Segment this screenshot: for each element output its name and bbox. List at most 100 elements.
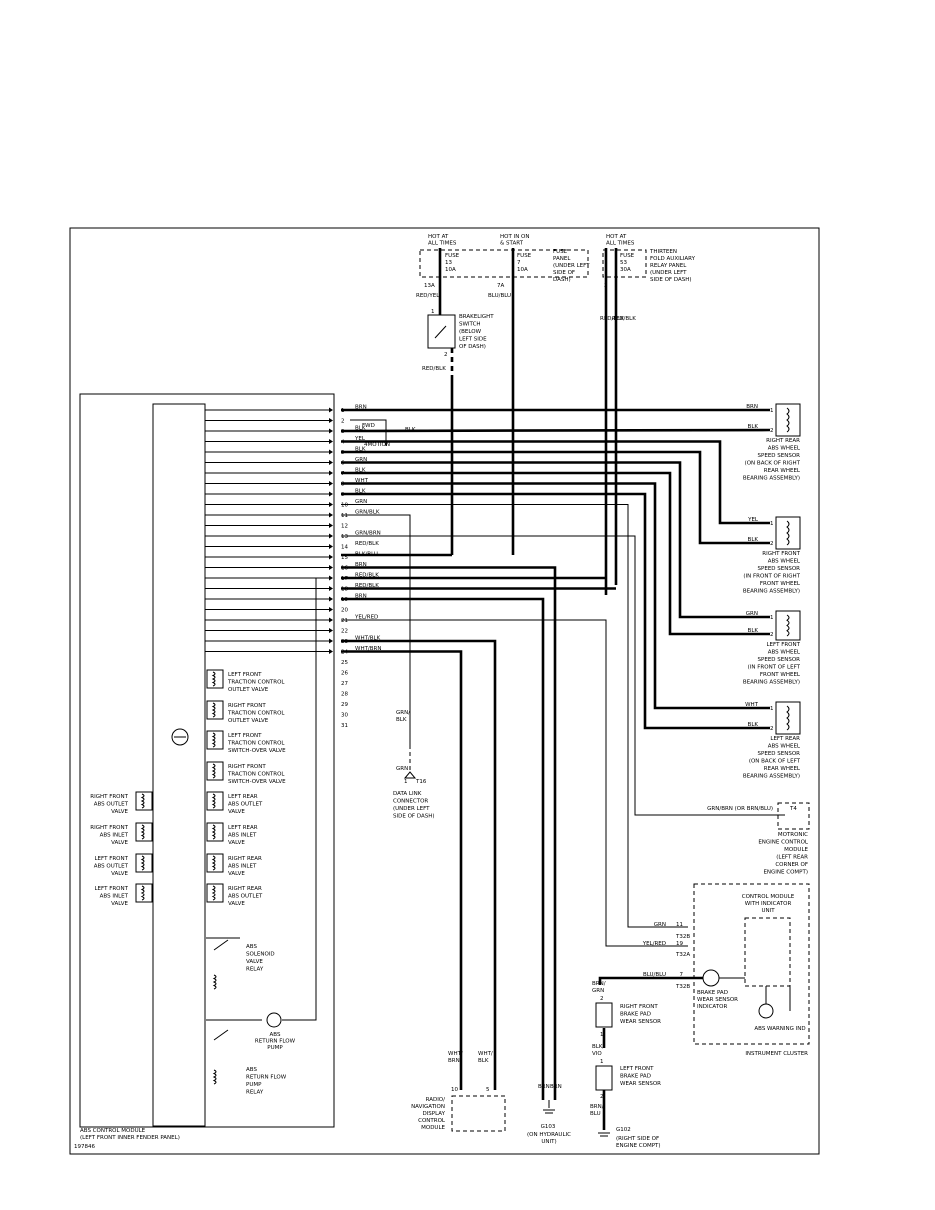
valve-box [206, 700, 224, 720]
module-pin-wire: BRN [355, 562, 367, 568]
sensor-label: SPEED SENSOR [758, 657, 801, 663]
sensor-label: FRONT WHEEL [760, 672, 801, 678]
nav-wire-label: WHT/ [448, 1051, 463, 1057]
fuse-hot-label: ALL TIMES [428, 241, 457, 247]
module-pin-number: 25 [341, 660, 348, 666]
valve-coil-icon [140, 885, 145, 901]
module-pin-wire: BLK [355, 468, 366, 474]
internal-valve-label: TRACTION CONTROL [227, 711, 285, 717]
fuse-panel-box [419, 249, 589, 278]
aux-relay-label: THIRTEEN [649, 249, 677, 255]
fuse-13-label: 13 [445, 260, 452, 266]
cluster-module-label: WITH INDICATOR [745, 901, 792, 907]
module-pin-wire: BLK [355, 489, 366, 495]
module-pin-number: 4 [341, 440, 345, 446]
valve-box [135, 883, 153, 903]
pin19-wire [341, 597, 545, 1100]
datalink-pin: 1 [404, 779, 408, 785]
fuse-7-label: FUSE [517, 253, 532, 259]
brake-switch-label: OF DASH) [459, 344, 486, 350]
pin-arrow [329, 470, 333, 476]
valve-coil-icon [211, 671, 216, 687]
left-valve-label: RIGHT FRONT [90, 825, 128, 831]
ecm-label: (LEFT REAR [776, 855, 808, 861]
relay-coil-icon [212, 974, 217, 990]
module-pin-wire: YEL/RED [354, 615, 378, 621]
left-valve-label: RIGHT FRONT [90, 794, 128, 800]
fuse-hot-label: & START [500, 241, 524, 247]
sensor-wire [341, 450, 770, 545]
internal-valve-label: RIGHT FRONT [228, 703, 266, 709]
pin-arrow [329, 607, 333, 612]
left-valve-label: VALVE [111, 871, 128, 877]
pin-arrow [329, 544, 333, 549]
sensor-label: SPEED SENSOR [758, 453, 801, 459]
fuse-wire-label: RED/YEL [416, 293, 440, 299]
fuse-pin: 13A [424, 283, 435, 289]
indicator-label: INDICATOR [697, 1004, 727, 1010]
sensor-wire-label: GRN [746, 611, 758, 617]
pin-arrow [329, 439, 333, 444]
sensor-label: (IN FRONT OF RIGHT [743, 574, 800, 580]
module-pin-number: 7 [341, 471, 345, 477]
pump-feed [282, 577, 330, 1021]
wheel-speed-sensor-box [775, 610, 801, 641]
pin21-wire [341, 619, 688, 947]
pin-arrow [329, 554, 333, 560]
internal-valve-label: VALVE [228, 901, 245, 907]
pin10-wire [341, 504, 688, 928]
module-pin-number: 20 [341, 608, 348, 614]
nav-module-box [451, 1095, 506, 1132]
pin-arrow [329, 491, 333, 497]
fuse-hot-label: ALL TIMES [606, 241, 635, 247]
brake-pad-indicator-icon [702, 969, 720, 987]
valve-coil-icon [140, 855, 145, 871]
pad-ground-label: ENGINE COMPT) [616, 1143, 661, 1149]
sensor-pin: 1 [770, 408, 774, 414]
pin-arrow [329, 628, 333, 633]
pin11-wire [341, 514, 411, 745]
ground-wire-label: BRN [538, 1084, 550, 1090]
datalink-arrow [403, 771, 417, 779]
sensor-wire-label: WHT [745, 702, 759, 708]
pin-arrow [329, 617, 333, 623]
pad-label: WEAR SENSOR [620, 1019, 661, 1025]
module-pin-wire: BLK [355, 447, 366, 453]
fuse-panel-label: PANEL [553, 256, 571, 262]
nav-label: CONTROL [418, 1118, 446, 1124]
sensor-label: REAR WHEEL [764, 468, 801, 474]
fuse-13-label: FUSE [445, 253, 460, 259]
module-pin-wire: RED/BLK [355, 583, 379, 589]
pad-label: LEFT FRONT [620, 1066, 654, 1072]
aux-relay-panel-box [602, 249, 647, 278]
cluster-wire-label: YEL/RED [642, 941, 666, 947]
pin16-wire [341, 566, 557, 1100]
nav-label: MODULE [421, 1125, 445, 1131]
valve-box [135, 853, 153, 873]
internal-valve-label: VALVE [228, 809, 245, 815]
pin-arrow [329, 533, 333, 539]
left-valve-label: ABS OUTLET [94, 864, 129, 870]
cluster-wire-label: BLU/BLU [643, 972, 666, 978]
pad-wire-label: BRN/ [590, 1104, 604, 1110]
warning-label: ABS WARNING IND [754, 1026, 805, 1032]
pad-wire-label: VIO [592, 1051, 602, 1057]
module-pin-number: 23 [341, 639, 348, 645]
datalink-label: CONNECTOR [393, 799, 428, 805]
indicator-label: WEAR SENSOR [697, 997, 738, 1003]
internal-valve-label: TRACTION CONTROL [227, 680, 285, 686]
internal-valve-label: LEFT REAR [228, 794, 258, 800]
sensor-coil-icon [786, 614, 790, 637]
left-valve-label: ABS INLET [100, 894, 129, 900]
fuse-53-label: 30A [620, 267, 631, 273]
internal-valve-label: VALVE [228, 871, 245, 877]
pin-arrow [329, 502, 333, 507]
nav-pin: 5 [486, 1087, 490, 1093]
relay-coil-icon [212, 1069, 217, 1085]
pad-label: BRAKE PAD [620, 1012, 651, 1018]
module-pin-number: 13 [341, 534, 348, 540]
ecm-pin: T4 [789, 806, 797, 812]
valve-coil-icon [211, 824, 216, 840]
sensor-wire-label: BLK [748, 537, 759, 543]
